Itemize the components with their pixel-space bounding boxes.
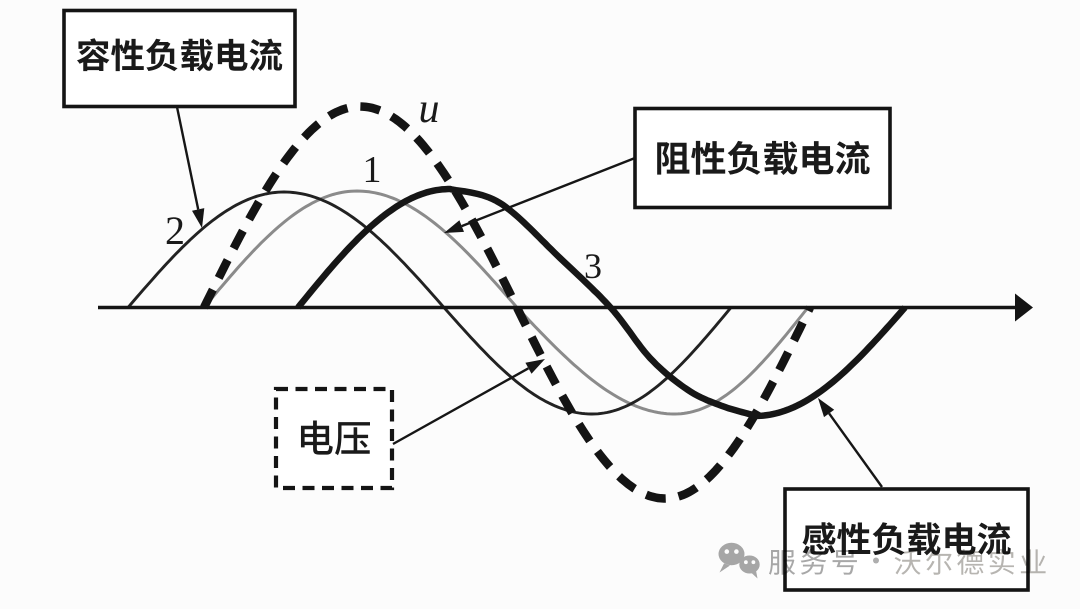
svg-text:3: 3 [584,246,602,286]
svg-text:1: 1 [363,149,382,191]
svg-text:u: u [419,86,440,132]
svg-text:2: 2 [165,208,185,253]
